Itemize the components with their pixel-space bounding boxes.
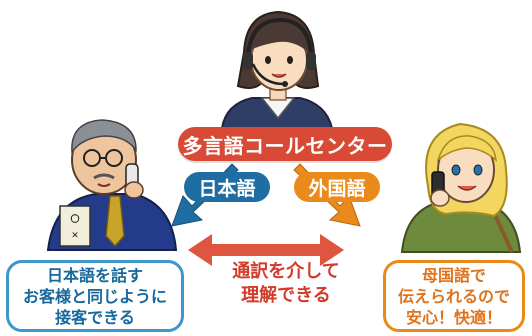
foreign-language-label: 外国語: [294, 172, 380, 202]
shop-sign-glyph-1: 〇: [70, 213, 79, 225]
benefit-line: 接客できる: [55, 307, 135, 327]
shop-sign-glyph-2: ✕: [71, 231, 79, 241]
call-center-banner: 多言語コールセンター: [178, 127, 392, 161]
japanese-customer-illustration: 〇 ✕: [46, 119, 178, 251]
benefit-line: 母国語で: [421, 265, 486, 285]
benefit-line: 伝えられるので: [397, 286, 510, 306]
japanese-language-label: 日本語: [184, 172, 270, 202]
benefit-line: 安心！快適！: [405, 307, 502, 327]
japanese-customer-benefit-box: 日本語を話す お客様と同じように 接客できる: [6, 260, 184, 332]
foreign-customer-illustration: [400, 122, 522, 253]
operator-illustration: [220, 10, 334, 129]
caption-line: 理解できる: [241, 285, 331, 306]
benefit-line: お客様と同じように: [22, 286, 167, 306]
double-arrow-icon: [188, 234, 344, 266]
foreign-customer-benefit-box: 母国語で 伝えられるので 安心！快適！: [383, 260, 525, 332]
caption-line: 通訳を介して: [232, 261, 340, 282]
interpretation-caption: 通訳を介して 理解できる: [211, 260, 361, 308]
benefit-line: 日本語を話す: [46, 265, 143, 285]
